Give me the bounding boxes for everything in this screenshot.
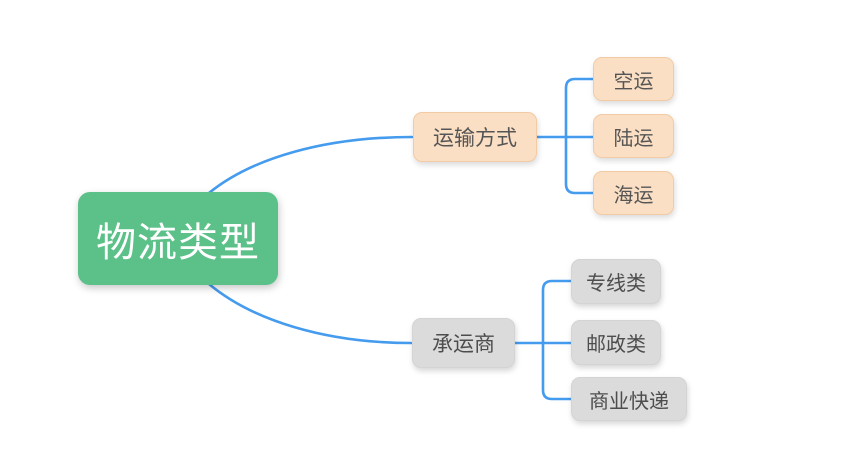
node-root-logistics-type[interactable]: 物流类型 — [78, 192, 278, 285]
node-postal[interactable]: 邮政类 — [571, 320, 661, 365]
node-transport-mode[interactable]: 运输方式 — [413, 112, 537, 162]
node-land-freight[interactable]: 陆运 — [593, 114, 674, 158]
node-sea-freight[interactable]: 海运 — [593, 171, 674, 215]
edge-root-to-carrier — [207, 282, 413, 345]
edge-carrier-bracket — [541, 279, 573, 401]
node-commercial-express[interactable]: 商业快递 — [571, 377, 687, 421]
node-air-freight[interactable]: 空运 — [593, 57, 674, 101]
edge-root-to-transport — [207, 135, 414, 195]
node-carrier[interactable]: 承运商 — [412, 318, 515, 368]
edge-transport-bracket — [564, 77, 595, 195]
node-dedicated-line[interactable]: 专线类 — [571, 259, 661, 304]
